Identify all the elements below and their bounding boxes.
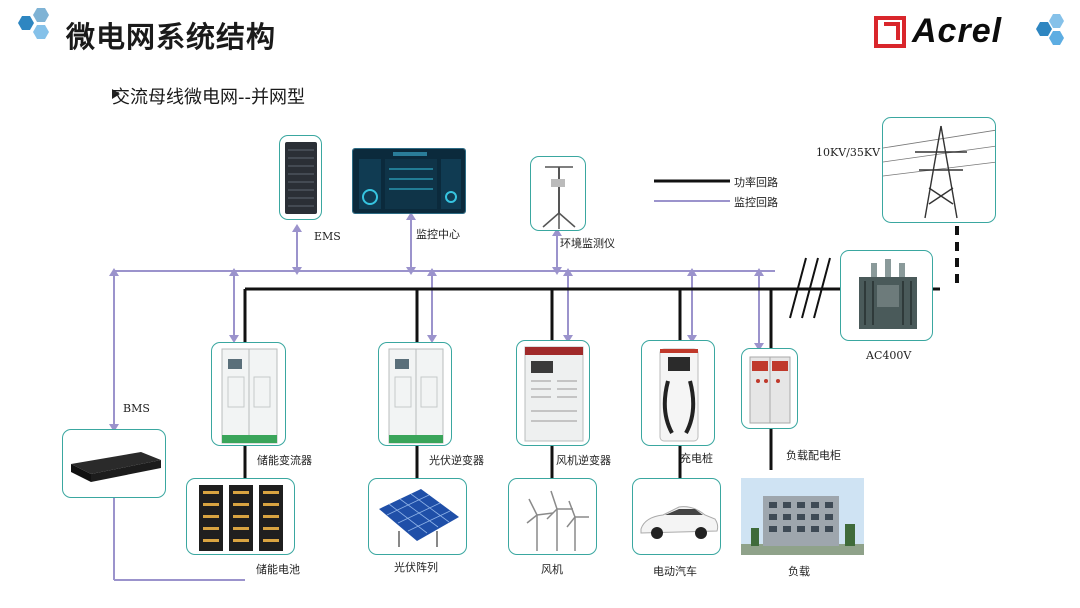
ev-label: 电动汽车 [653,565,697,578]
env-monitor-box [530,156,586,231]
bus-break-marks [789,257,831,319]
load-building-image [741,478,864,555]
transformer-icon [859,259,917,329]
building-icon [741,478,864,555]
legend-monitor-label: 监控回路 [734,196,778,209]
cabinet-icon [221,348,278,444]
monitor-lines [113,216,775,581]
pcs-cabinet-box [211,342,286,446]
wind-turbine-box [508,478,597,555]
logo-hexagon-icon [1036,14,1064,45]
server-rack-icon [285,142,317,214]
monitor-center-screen [352,148,466,214]
pv-inverter-label: 光伏逆变器 [429,454,484,467]
battery-rack-icon [199,485,283,551]
bms-box [62,429,166,498]
load-cabinet-label: 负载配电柜 [786,449,841,462]
distribution-cabinet-icon [749,356,791,424]
monitor-center-label: 监控中心 [416,228,460,241]
wind-inverter-box [516,340,590,446]
pv-array-box [368,478,467,555]
legend-power-label: 功率回路 [734,176,778,189]
wind-turbine-icon [526,490,589,551]
power-lines [243,287,940,478]
acrel-logo: Acrel [912,12,1003,50]
ev-charger-icon [659,348,699,442]
page-title: 微电网系统结构 [66,20,277,54]
charger-box [641,340,715,446]
monitor-arrowheads [109,212,764,432]
env-monitor-label: 环境监测仪 [560,237,615,250]
acrel-emblem-icon [874,16,906,48]
charger-label: 充电桩 [680,452,713,465]
cabinet-icon [388,348,444,444]
pv-inverter-box [378,342,452,446]
page-subtitle: 交流母线微电网--并网型 [112,87,305,108]
bullet-arrow-icon [112,89,120,99]
grid-voltage-label: 10KV/35KV [816,146,881,159]
battery-label: 储能电池 [256,563,300,576]
weather-station-icon [542,166,576,229]
ems-server-box [279,135,322,220]
bms-device-icon [71,452,161,482]
transformer-label: AC400V [866,349,912,362]
transformer-box [840,250,933,341]
transmission-tower-icon [883,125,995,219]
pv-array-label: 光伏阵列 [394,561,438,574]
battery-box [186,478,295,555]
pcs-label: 储能变流器 [257,454,312,467]
ems-label: EMS [314,230,341,243]
electric-car-icon [640,506,719,539]
grid-tower-box [882,117,996,223]
wind-turbine-label: 风机 [541,563,563,576]
hexagon-icon [18,8,49,39]
ev-box [632,478,721,555]
cabinet-icon [524,346,584,442]
load-cabinet-box [741,348,798,429]
wind-inverter-label: 风机逆变器 [556,454,611,467]
load-label: 负载 [788,565,810,578]
dashboard-icon [353,149,465,213]
bms-label: BMS [123,402,150,415]
solar-panel-icon [379,489,459,547]
